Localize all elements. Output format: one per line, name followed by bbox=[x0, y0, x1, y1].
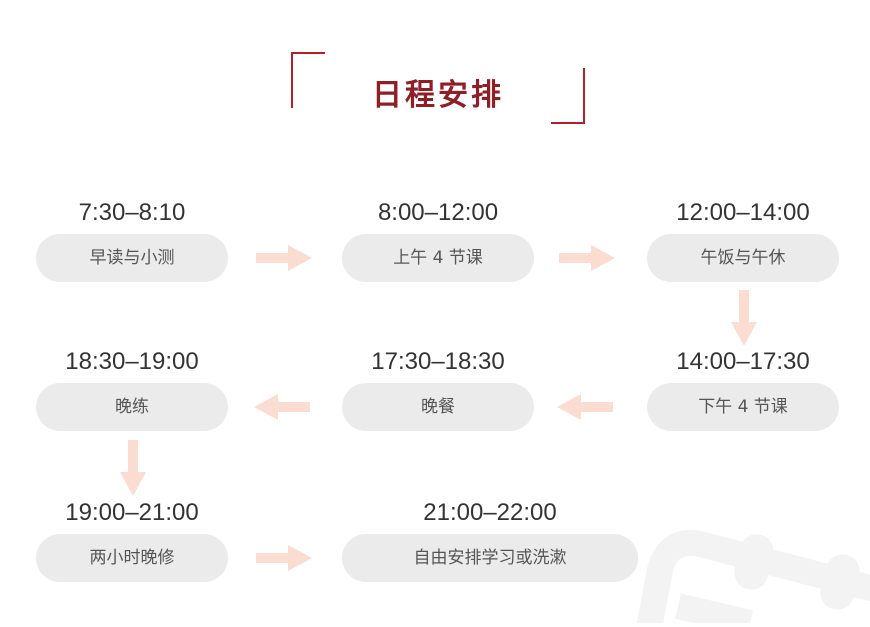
schedule-node-3: 12:00–14:00 午饭与午休 bbox=[647, 198, 839, 282]
activity-pill: 下午 4 节课 bbox=[647, 383, 839, 431]
decorative-watermark-icon bbox=[602, 510, 870, 627]
time-label: 12:00–14:00 bbox=[676, 199, 810, 226]
bracket-bottom-right bbox=[551, 68, 585, 124]
activity-pill: 上午 4 节课 bbox=[342, 234, 534, 282]
time-label: 19:00–21:00 bbox=[65, 499, 199, 526]
right-arrow-icon bbox=[256, 245, 312, 271]
time-label: 14:00–17:30 bbox=[676, 348, 810, 375]
bracket-top-left bbox=[291, 52, 325, 108]
time-label: 21:00–22:00 bbox=[423, 499, 557, 526]
activity-pill: 自由安排学习或洗漱 bbox=[342, 534, 638, 582]
time-label: 18:30–19:00 bbox=[65, 348, 199, 375]
activity-pill: 早读与小测 bbox=[36, 234, 228, 282]
time-label: 17:30–18:30 bbox=[371, 348, 505, 375]
down-arrow-icon bbox=[731, 290, 757, 346]
schedule-node-6: 18:30–19:00 晚练 bbox=[36, 347, 228, 431]
left-arrow-icon bbox=[254, 394, 310, 420]
schedule-node-1: 7:30–8:10 早读与小测 bbox=[36, 198, 228, 282]
time-label: 8:00–12:00 bbox=[377, 199, 499, 226]
schedule-node-5: 17:30–18:30 晚餐 bbox=[342, 347, 534, 431]
right-arrow-icon bbox=[256, 545, 312, 571]
activity-pill: 晚餐 bbox=[342, 383, 534, 431]
time-label: 7:30–8:10 bbox=[78, 199, 186, 226]
activity-pill: 两小时晚修 bbox=[36, 534, 228, 582]
right-arrow-icon bbox=[559, 245, 615, 271]
schedule-node-4: 14:00–17:30 下午 4 节课 bbox=[647, 347, 839, 431]
schedule-node-2: 8:00–12:00 上午 4 节课 bbox=[342, 198, 534, 282]
down-arrow-icon bbox=[120, 440, 146, 496]
activity-pill: 午饭与午休 bbox=[647, 234, 839, 282]
left-arrow-icon bbox=[557, 394, 613, 420]
schedule-node-7: 19:00–21:00 两小时晚修 bbox=[36, 498, 228, 582]
page-title: 日程安排 bbox=[372, 78, 504, 113]
title-frame: 日程安排 bbox=[291, 52, 585, 124]
schedule-node-8: 21:00–22:00 自由安排学习或洗漱 bbox=[342, 498, 638, 582]
activity-pill: 晚练 bbox=[36, 383, 228, 431]
